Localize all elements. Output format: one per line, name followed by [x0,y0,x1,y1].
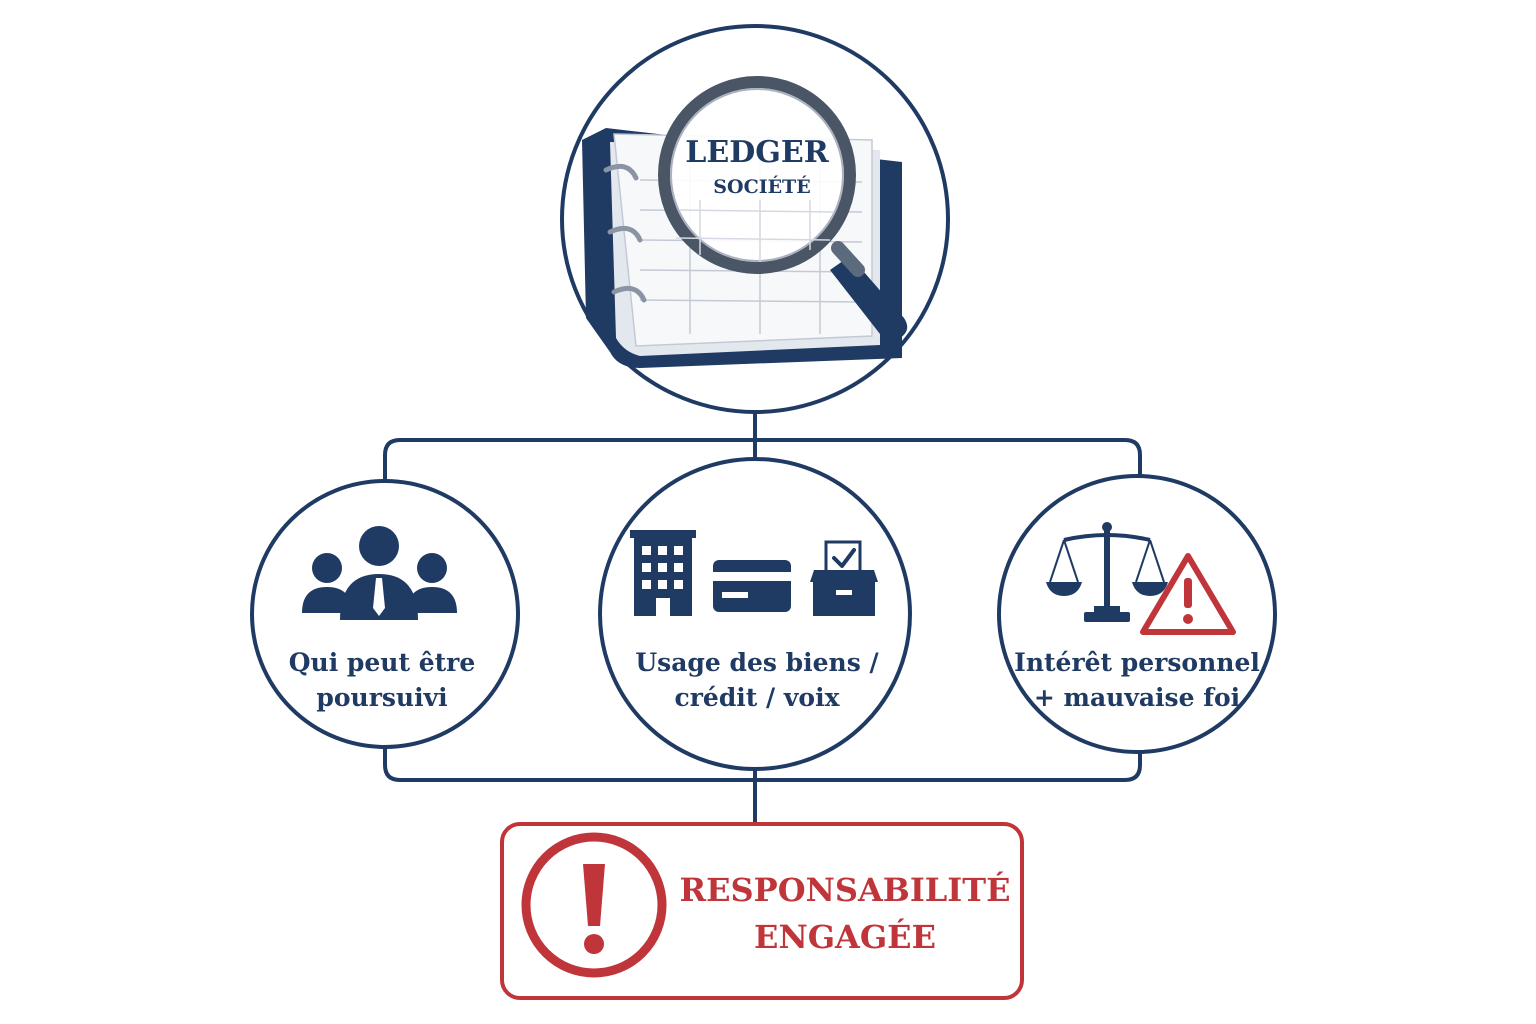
ledger-node: LEDGER SOCIÉTÉ [560,24,950,414]
ledger-subtitle: SOCIÉTÉ [713,175,810,198]
upper-bracket [383,438,1142,500]
criterion-intent-line2: + mauvaise foi [1034,683,1240,712]
building-card-ballot-icon [630,530,878,616]
ledger-magnifier-icon [582,76,908,368]
exclamation-stamp-icon [521,832,667,978]
criterion-usage-line1: Usage des biens / [635,648,879,677]
result-line1: RESPONSABILITÉ [680,871,1011,909]
people-group-icon [302,526,457,620]
lower-bracket [383,735,1142,782]
criterion-usage-node: Usage des biens / crédit / voix [598,457,912,771]
criterion-usage-line2: crédit / voix [675,683,841,712]
scales-warning-icon [1046,522,1236,635]
result-box: RESPONSABILITÉ ENGAGÉE [500,822,1024,1000]
criterion-who-line1: Qui peut être [289,648,476,677]
result-line2: ENGAGÉE [754,918,936,956]
ledger-title: LEDGER [685,135,829,170]
criterion-who-node: Qui peut être poursuivi [250,479,520,749]
criterion-intent-node: Intérêt personnel + mauvaise foi [997,474,1277,754]
criterion-intent-line1: Intérêt personnel [1014,648,1260,677]
criterion-who-line2: poursuivi [316,683,447,712]
